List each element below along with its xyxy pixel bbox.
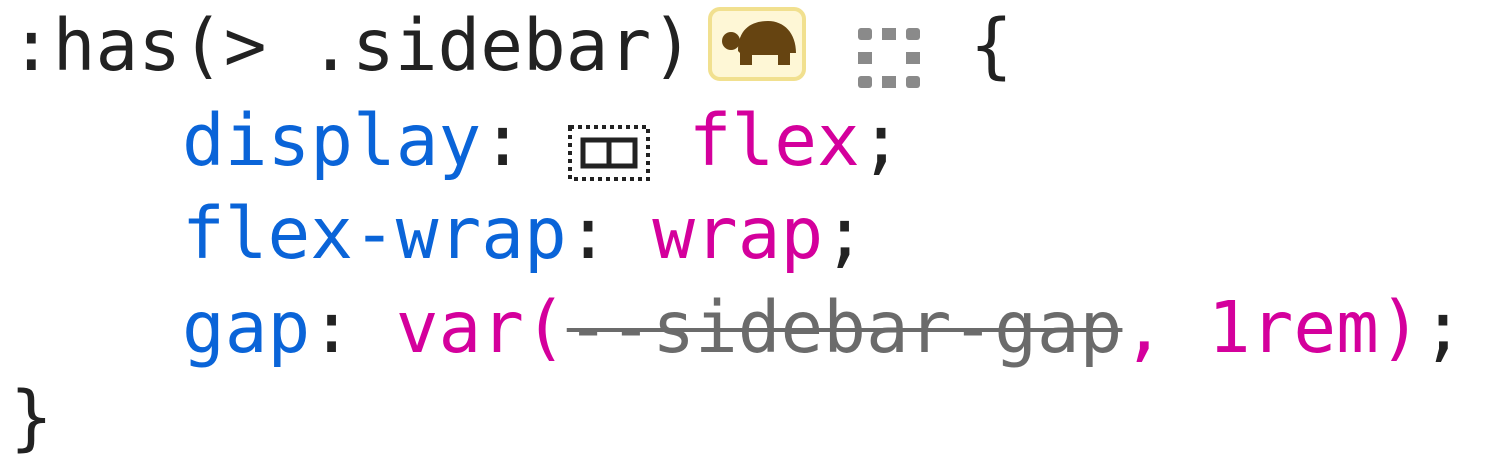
colon: : <box>566 192 653 275</box>
value-suffix[interactable]: , 1rem) <box>1122 286 1422 369</box>
selector[interactable]: :has(> .sidebar) <box>10 4 694 87</box>
property-value[interactable]: flex <box>688 99 860 182</box>
semicolon: ; <box>859 99 903 182</box>
close-brace: } <box>10 376 53 459</box>
open-brace: { <box>969 4 1013 87</box>
invalid-variable[interactable]: --sidebar-gap <box>566 286 1123 369</box>
colon: : <box>310 286 396 369</box>
property-name[interactable]: gap <box>182 286 311 369</box>
grid-overlay-icon[interactable] <box>857 16 920 89</box>
declaration-flex-wrap[interactable]: flex-wrap: wrap; <box>10 186 866 281</box>
rule-header: :has(> .sidebar) { <box>10 0 1013 93</box>
property-name[interactable]: flex-wrap <box>182 192 567 275</box>
property-name[interactable]: display <box>182 99 482 182</box>
property-value[interactable]: wrap <box>652 192 824 275</box>
semicolon: ; <box>823 192 866 275</box>
turtle-icon <box>721 21 796 66</box>
semicolon: ; <box>1421 286 1465 369</box>
slow-selector-badge[interactable] <box>707 7 806 82</box>
flex-overlay-icon[interactable] <box>567 110 651 182</box>
value-prefix[interactable]: var( <box>395 286 567 369</box>
declaration-display[interactable]: display: flex; <box>10 93 902 188</box>
declaration-gap[interactable]: gap: var(--sidebar-gap, 1rem); <box>10 280 1464 375</box>
colon: : <box>481 99 567 182</box>
